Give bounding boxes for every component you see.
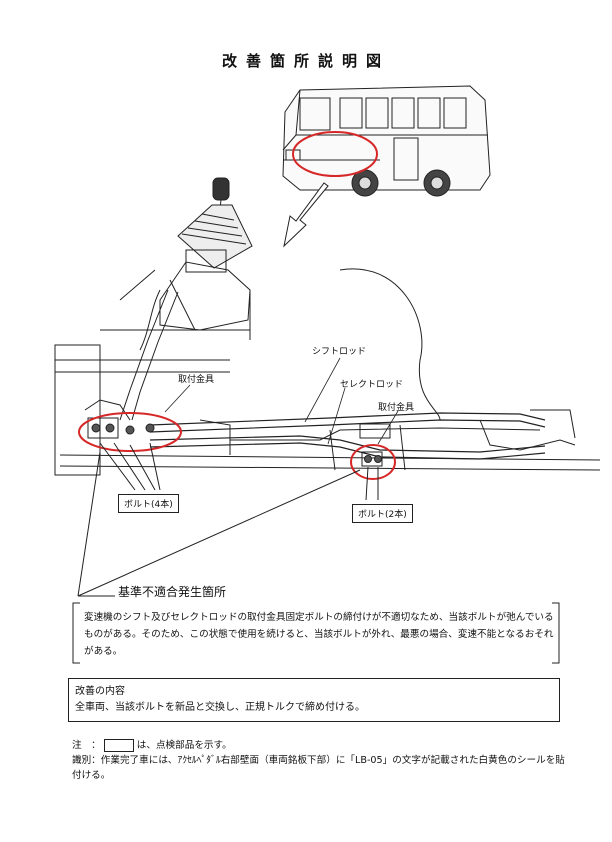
bus-highlight-circle <box>292 131 378 177</box>
bracket-right-highlight <box>350 444 396 480</box>
bolt-arrows <box>99 442 379 501</box>
select-rod-label: セレクトロッド <box>340 380 404 390</box>
issue-heading: 基準不適合発生箇所 <box>118 585 227 599</box>
bus-illustration <box>282 85 491 197</box>
issue-description: 変速機のシフト及びセレクトロッドの取付金具固定ボルトの締付けが不適切なため、当該… <box>84 612 554 657</box>
bolts-2-label: ボルト(2本) <box>352 504 413 523</box>
ident-label: 識別： <box>72 755 101 766</box>
note-text: は、点検部品を示す。 <box>136 740 232 751</box>
fix-heading: 改善の内容 <box>75 686 125 697</box>
fix-box <box>68 678 560 722</box>
bracket-left-highlight <box>78 412 182 452</box>
lever-cables <box>119 289 179 421</box>
issue-bracket-frame <box>72 602 560 664</box>
fix-description: 全車両、当該ボルトを新品と交換し、正規トルクで締め付ける。 <box>75 702 365 713</box>
bracket-right-label: 取付金具 <box>378 403 415 413</box>
note-row: 注 ： は、点検部品を示す。 <box>72 737 232 752</box>
bracket-left-label: 取付金具 <box>178 375 215 385</box>
identification-row: 識別：作業完了車には、ｱｸｾﾙﾍﾟﾀﾞﾙ右部壁面（車両銘板下部）に「LB-05」… <box>72 753 572 783</box>
shift-rod-label: シフトロッド <box>312 347 367 357</box>
shift-select-rods <box>149 412 546 460</box>
bolts-4-label: ボルト(4本) <box>118 494 179 513</box>
shift-lever <box>119 177 253 331</box>
note-legend-box <box>103 738 134 752</box>
note-label: 注 ： <box>72 740 101 751</box>
bracket-right <box>359 423 391 467</box>
bracket-left <box>84 399 155 439</box>
page-title: 改善箇所説明図 <box>221 52 390 70</box>
ident-text: 作業完了車には、ｱｸｾﾙﾍﾟﾀﾞﾙ右部壁面（車両銘板下部）に「LB-05」の文字… <box>72 755 565 781</box>
heading-leader-lines <box>77 451 361 597</box>
chassis-frame <box>54 268 601 476</box>
leader-lines <box>164 357 399 445</box>
pointer-arrow <box>283 182 329 248</box>
